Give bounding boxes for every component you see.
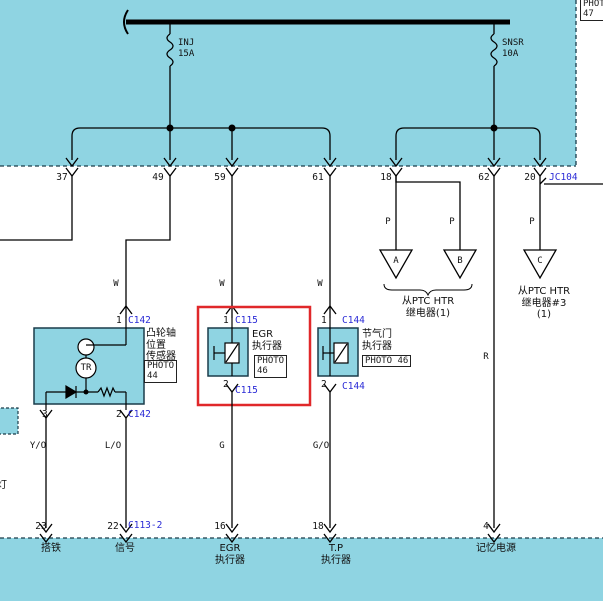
cam-sensor-pin-right: 2 bbox=[116, 409, 122, 420]
left-fragment-text: 灯 bbox=[0, 480, 7, 491]
top-module bbox=[0, 0, 576, 166]
bottom-pin-22: 22 bbox=[107, 521, 119, 532]
egr-highlight bbox=[196, 305, 312, 407]
ptc-relay-text-2: 从PTC HTR 继电器#3 (1) bbox=[517, 286, 571, 320]
egr-internals bbox=[213, 318, 240, 376]
distribution-right bbox=[395, 127, 541, 160]
wire-color-49: W bbox=[113, 279, 119, 289]
cam-sensor-connector: C142 bbox=[128, 315, 151, 326]
ecm-pin-61: 61 bbox=[312, 172, 324, 183]
cam-sensor-tr: TR bbox=[80, 363, 92, 373]
junction-dot bbox=[166, 124, 174, 132]
bottom-label-memory: 记忆电源 bbox=[476, 543, 516, 554]
cam-sensor-pin-left: 3 bbox=[42, 409, 48, 420]
left-fragment-box bbox=[0, 407, 19, 435]
wire-color-59: W bbox=[219, 279, 225, 289]
bottom-label-ground: 搭铁 bbox=[41, 543, 61, 554]
bottom-wires bbox=[45, 392, 331, 528]
relay-arrows bbox=[378, 249, 558, 280]
throttle-connector-bottom: C144 bbox=[342, 381, 365, 392]
bottom-label-tp: T.P 执行器 bbox=[321, 543, 351, 566]
wire-color-egr: G bbox=[219, 441, 225, 451]
fuse-inj-name: INJ bbox=[178, 38, 195, 48]
junction-dot bbox=[228, 124, 236, 132]
egr-photo: PHOTO 46 bbox=[254, 355, 288, 378]
throttle-connector-top: C144 bbox=[342, 315, 365, 326]
egr-connector-top: C115 bbox=[235, 315, 258, 326]
cam-sensor-internals bbox=[45, 318, 127, 410]
wire-color-61: W bbox=[317, 279, 323, 289]
wire-color-20: P bbox=[529, 217, 535, 227]
top-photo-label: PHOTO 47 bbox=[580, 0, 603, 21]
bus-break-mark bbox=[123, 9, 129, 35]
fuse-snsr-symbol bbox=[490, 22, 498, 128]
ecm-pin-62: 62 bbox=[478, 172, 490, 183]
wire-color-18b: P bbox=[449, 217, 455, 227]
jc104-connector: JC104 bbox=[549, 172, 578, 183]
cam-sensor-connector-bottom: C142 bbox=[128, 409, 151, 420]
wire-color-18a: P bbox=[385, 217, 391, 227]
ecm-pin-18: 18 bbox=[380, 172, 392, 183]
throttle-photo: PHOTO 46 bbox=[362, 355, 412, 368]
cam-sensor-photo: PHOTO 44 bbox=[144, 360, 178, 383]
bottom-module bbox=[0, 538, 603, 601]
bottom-pin-23: 23 bbox=[35, 521, 47, 532]
ptc-relay-text-1: 从PTC HTR 继电器(1) bbox=[401, 296, 455, 319]
ecm-pin-20: 20 bbox=[524, 172, 536, 183]
relay-ref-c: C bbox=[537, 256, 543, 266]
jc104-tap bbox=[539, 177, 547, 185]
bottom-connector: C113-2 bbox=[128, 520, 163, 531]
wire-color-62: R bbox=[483, 352, 489, 362]
wires bbox=[0, 176, 603, 528]
wire-color-2: L/O bbox=[104, 441, 122, 451]
throttle-name: 节气门 执行器 bbox=[362, 329, 392, 352]
junction-dot bbox=[83, 389, 89, 395]
throttle-pin-bottom: 2 bbox=[321, 379, 327, 390]
junction-dot bbox=[490, 124, 498, 132]
bottom-label-signal: 信号 bbox=[115, 543, 135, 554]
bottom-pin-4: 4 bbox=[483, 521, 489, 532]
ecm-pin-37: 37 bbox=[56, 172, 68, 183]
fuse-inj-symbol bbox=[166, 22, 174, 128]
relay-ref-a: A bbox=[393, 256, 399, 266]
relay-brace bbox=[383, 283, 473, 297]
egr-name: EGR 执行器 bbox=[252, 329, 282, 352]
wire-color-tp: G/O bbox=[312, 441, 330, 451]
egr-pin-bottom: 2 bbox=[223, 379, 229, 390]
bottom-pin-18: 18 bbox=[312, 521, 324, 532]
egr-connector-bottom: C115 bbox=[235, 385, 258, 396]
egr-pin-top: 1 bbox=[223, 315, 229, 326]
throttle-pin-top: 1 bbox=[321, 315, 327, 326]
distribution-left bbox=[71, 127, 331, 160]
bottom-pin-arrows bbox=[39, 523, 501, 544]
ecm-pin-59: 59 bbox=[214, 172, 226, 183]
fuse-snsr-rating: 10A bbox=[502, 49, 519, 59]
fuse-snsr-name: SNSR bbox=[502, 38, 524, 48]
cam-sensor-name: 凸轮轴 位置 传感器 bbox=[146, 328, 176, 362]
cam-sensor-pin-top: 1 bbox=[116, 315, 122, 326]
relay-ref-b: B bbox=[457, 256, 463, 266]
bottom-label-egr: EGR 执行器 bbox=[215, 543, 245, 566]
wire-color-3: Y/O bbox=[29, 441, 47, 451]
ecm-pin-49: 49 bbox=[152, 172, 164, 183]
bottom-pin-16: 16 bbox=[214, 521, 226, 532]
throttle-internals bbox=[322, 318, 349, 376]
fuse-inj-rating: 15A bbox=[178, 49, 195, 59]
